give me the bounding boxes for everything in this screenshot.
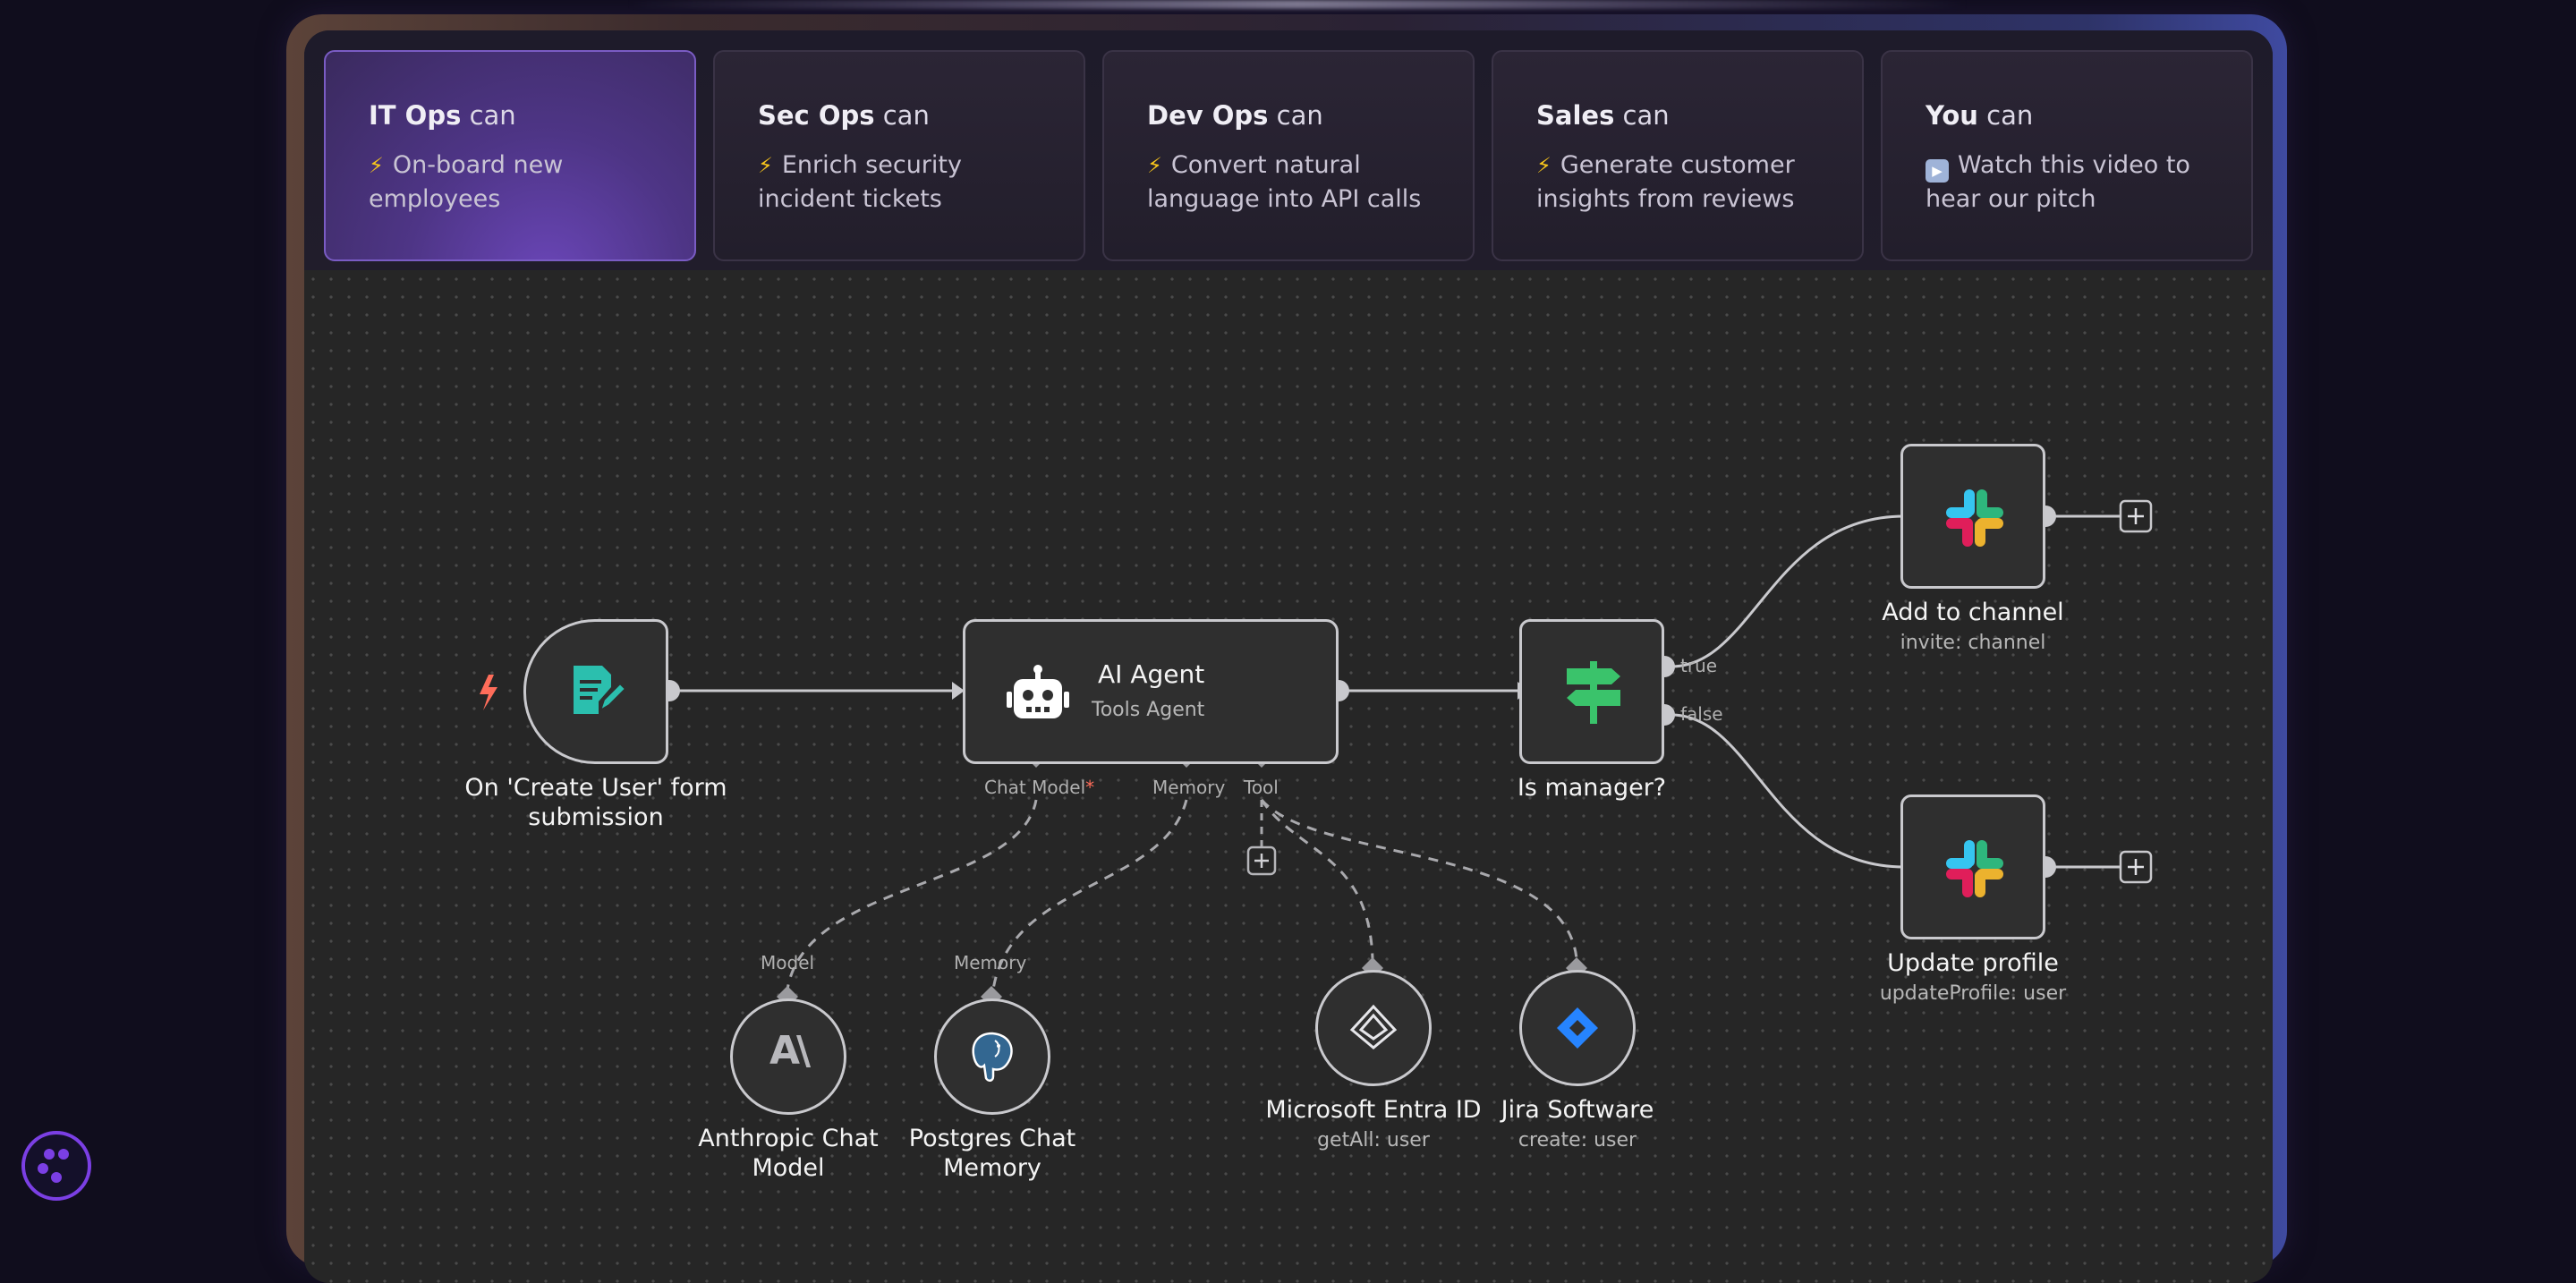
jira-label: Jira Software [1501,1096,1654,1124]
connection-tool-jira [1260,799,1578,960]
entra-sublabel: getAll: user [1317,1129,1430,1151]
slack-node-update-profile[interactable] [1900,794,2045,939]
connection-false-branch [1671,713,1905,869]
slack-node-add-to-channel[interactable] [1900,444,2045,589]
port-label-tool: Tool [1244,777,1279,798]
sub-port-label-memory: Memory [954,952,1027,973]
ai-agent-node[interactable]: AI Agent Tools Agent [963,619,1339,764]
lightning-icon: ⚡ [758,153,773,178]
logo-dots-icon [38,1149,69,1183]
form-edit-icon [574,666,627,714]
add-node-after-update-profile-button[interactable] [2119,850,2153,884]
switch-node-is-manager[interactable] [1519,619,1664,764]
lightning-icon: ⚡ [1147,153,1162,178]
lightning-icon: ⚡ [369,153,384,178]
lightning-icon: ⚡ [1536,153,1552,178]
tab-title: You can [1926,100,2034,131]
anthropic-chat-model-node[interactable]: A\ [730,998,846,1115]
agent-title: AI Agent [1098,659,1205,689]
connection-true-branch [1671,514,1905,668]
jira-sublabel: create: user [1518,1129,1637,1151]
connection-tool-entra [1260,799,1374,960]
postgres-elephant-icon [972,1032,1013,1082]
jira-software-node[interactable] [1519,970,1636,1086]
slack-update-label: Update profile [1887,949,2059,977]
jira-icon [1557,1007,1598,1049]
tab-title: IT Ops can [369,100,516,131]
tab-title: Sec Ops can [758,100,930,131]
agent-subtitle: Tools Agent [1092,699,1205,721]
output-label-false: false [1680,703,1723,725]
trigger-node-form[interactable] [523,619,668,764]
tab-title: Sales can [1536,100,1670,131]
postgres-chat-memory-node[interactable] [934,998,1050,1115]
connection-chat-model [786,799,1038,990]
slack-icon [1946,840,2003,897]
anthropic-icon: A\ [769,1028,811,1074]
robot-icon [1007,665,1069,718]
top-edge-glow [626,0,1968,9]
arrow-head [952,682,965,700]
workflow-canvas[interactable] [304,270,2273,1283]
slack-add-label: Add to channel [1882,599,2064,626]
slack-update-sublabel: updateProfile: user [1879,982,2067,1005]
app-logo-button[interactable] [21,1131,91,1201]
port-label-memory: Memory [1152,777,1226,798]
output-label-true: true [1680,655,1718,676]
add-node-after-add-to-channel-button[interactable] [2119,499,2153,533]
slack-add-sublabel: invite: channel [1900,632,2046,654]
add-tool-button[interactable] [1246,845,1277,876]
microsoft-entra-id-node[interactable] [1315,970,1432,1086]
sub-port-label-model: Model [761,952,815,973]
play-icon: ▶ [1926,159,1949,183]
tab-title: Dev Ops can [1147,100,1323,131]
port-label-chat-model: Chat Model* [984,777,1095,798]
slack-icon [1946,489,2003,547]
entra-label: Microsoft Entra ID [1265,1096,1482,1124]
signpost-icon [1567,661,1620,724]
switch-node-label: Is manager? [1517,774,1667,802]
connection-memory [991,799,1188,990]
trigger-lightning-icon [480,675,497,710]
entra-id-icon [1349,1004,1398,1049]
